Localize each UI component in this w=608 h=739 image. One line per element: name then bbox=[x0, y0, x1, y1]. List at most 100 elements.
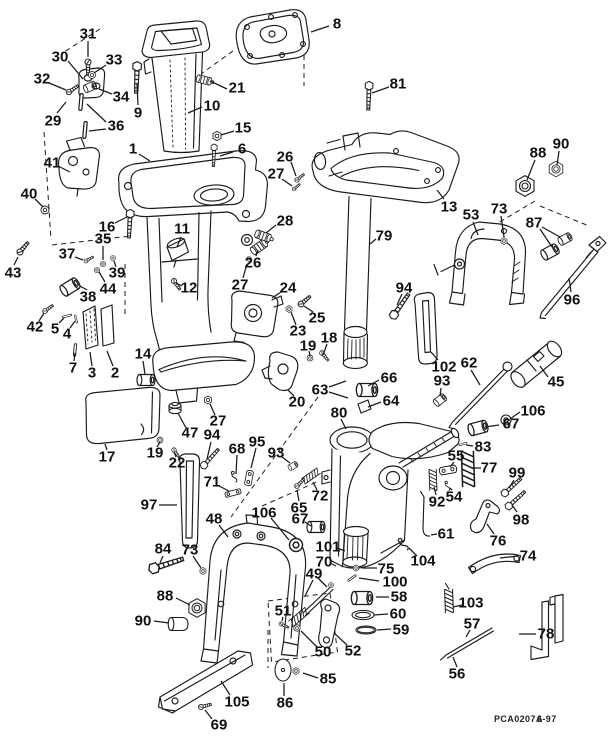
mount-cover-art bbox=[85, 386, 161, 445]
swivel-bracket-art bbox=[321, 399, 460, 569]
part-number-label: 98 bbox=[513, 512, 530, 529]
leader-line bbox=[367, 401, 382, 408]
leader-line bbox=[539, 365, 549, 378]
leader-line bbox=[465, 444, 474, 447]
leader-line bbox=[93, 64, 107, 74]
leader-line bbox=[250, 447, 257, 469]
leader-line bbox=[526, 159, 536, 181]
leader-line bbox=[304, 579, 314, 597]
bushing-glyph bbox=[350, 590, 374, 606]
water-screen-art bbox=[82, 304, 115, 350]
part-number-label: 61 bbox=[438, 526, 455, 543]
leader-line bbox=[59, 166, 71, 173]
part-number-label: 49 bbox=[306, 566, 323, 583]
part-number-label: 53 bbox=[463, 207, 480, 224]
part-number-label: 80 bbox=[331, 405, 348, 422]
steering-arm-art bbox=[311, 130, 460, 370]
part-number-label: 90 bbox=[553, 136, 570, 153]
part-number-label: 3 bbox=[88, 365, 96, 382]
lock-lever-art bbox=[302, 490, 495, 661]
leader-line bbox=[509, 411, 521, 420]
part-number-label: 18 bbox=[321, 330, 338, 347]
leader-line bbox=[367, 379, 380, 387]
part-number-label: 95 bbox=[249, 434, 266, 451]
transom-bracket-left-art bbox=[178, 453, 307, 664]
leader-line bbox=[56, 101, 67, 114]
spring-glyph bbox=[444, 588, 454, 614]
leader-line bbox=[176, 236, 182, 248]
spring-glyph bbox=[300, 467, 322, 485]
part-number-label: 5 bbox=[51, 321, 59, 338]
leader-line bbox=[98, 88, 113, 95]
part-number-label: 36 bbox=[108, 118, 125, 135]
part-number-label: 100 bbox=[382, 574, 407, 591]
leader-line bbox=[271, 291, 282, 299]
leader-line bbox=[333, 632, 348, 646]
leader-line bbox=[235, 454, 238, 475]
leader-line bbox=[303, 305, 314, 313]
leader-line bbox=[296, 489, 300, 502]
leader-line bbox=[34, 198, 44, 208]
nut-glyph bbox=[199, 567, 207, 575]
pin-glyph bbox=[347, 574, 357, 582]
part-number-label: 90 bbox=[135, 613, 152, 630]
part-number-label: 67 bbox=[503, 416, 520, 433]
leader-line bbox=[265, 224, 277, 234]
leader-line bbox=[142, 360, 146, 375]
inner-exhaust-tube-art bbox=[141, 20, 211, 154]
screw-glyph bbox=[41, 303, 55, 315]
leader-line bbox=[187, 106, 203, 114]
part-number-label: 71 bbox=[204, 474, 221, 491]
pin-glyph bbox=[61, 313, 73, 319]
leader-line bbox=[317, 577, 328, 588]
leader-line bbox=[209, 403, 216, 416]
part-number-label: 44 bbox=[100, 281, 117, 298]
shift-bracket-art bbox=[230, 290, 284, 344]
part-number-label: 2 bbox=[111, 365, 119, 382]
lock-linkage-art bbox=[467, 499, 564, 661]
leader-line bbox=[113, 260, 117, 268]
nutbig-glyph bbox=[188, 598, 206, 618]
part-number-label: 75 bbox=[378, 561, 395, 578]
spring-glyph bbox=[428, 468, 438, 492]
part-number-label: 48 bbox=[206, 511, 223, 528]
leader-line bbox=[98, 271, 106, 283]
part-number-label: 88 bbox=[157, 588, 174, 605]
leader-line bbox=[159, 555, 164, 564]
part-number-label: 55 bbox=[448, 448, 465, 465]
part-number-label: 19 bbox=[300, 338, 317, 355]
part-number-label: 27 bbox=[268, 166, 285, 183]
leader-line bbox=[281, 178, 293, 187]
bolt-glyph bbox=[198, 446, 222, 471]
leader-line bbox=[73, 352, 76, 362]
bushing-glyph bbox=[136, 373, 156, 387]
part-number-label: 88 bbox=[530, 145, 547, 162]
leader-line bbox=[449, 461, 455, 468]
part-number-label: 14 bbox=[135, 346, 152, 363]
part-number-label: 31 bbox=[80, 26, 97, 43]
leader-line bbox=[138, 153, 151, 162]
leader-line bbox=[465, 629, 471, 638]
part-number-label: 59 bbox=[393, 622, 410, 639]
leader-line bbox=[58, 317, 65, 324]
link-glyph bbox=[243, 469, 255, 487]
leader-line bbox=[175, 597, 191, 606]
leader-line bbox=[376, 628, 392, 631]
leader-line bbox=[156, 441, 161, 448]
part-number-label: 106 bbox=[251, 505, 276, 522]
part-number-label: 11 bbox=[174, 221, 190, 238]
leader-line bbox=[192, 555, 202, 569]
part-number-label: 63 bbox=[312, 382, 329, 399]
leader-line bbox=[439, 387, 442, 397]
part-number-label: 81 bbox=[390, 76, 407, 93]
bushing-glyph bbox=[306, 520, 326, 534]
part-number-label: 70 bbox=[316, 554, 333, 571]
washer-glyph bbox=[110, 255, 116, 261]
part-number-label: 76 bbox=[490, 533, 507, 550]
leader-line bbox=[204, 709, 213, 720]
leader-line bbox=[336, 547, 346, 552]
leader-line bbox=[470, 369, 481, 386]
part-number-label: 93 bbox=[434, 373, 451, 390]
